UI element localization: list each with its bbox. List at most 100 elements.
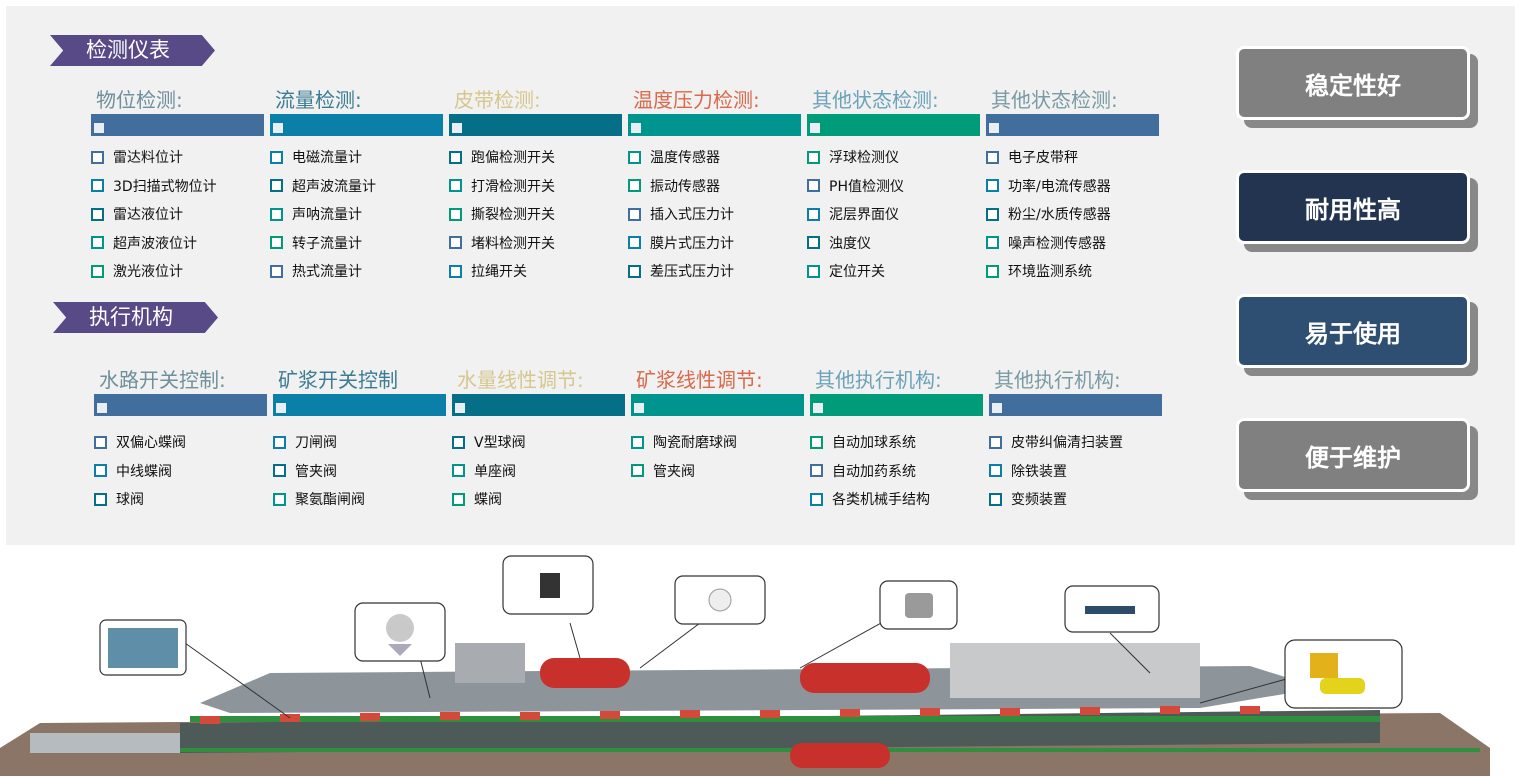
checkbox-icon[interactable] — [270, 236, 283, 250]
list-item[interactable]: 变频装置 — [989, 485, 1162, 514]
checkbox-icon[interactable] — [94, 492, 107, 506]
checkbox-icon[interactable] — [91, 150, 104, 164]
list-item[interactable]: 陶瓷耐磨球阀 — [631, 428, 804, 457]
checkbox-icon[interactable] — [807, 150, 820, 164]
list-item[interactable]: 单座阀 — [452, 457, 625, 486]
feature-button[interactable]: 易于使用 — [1236, 294, 1470, 368]
list-item[interactable]: 自动加球系统 — [810, 428, 983, 457]
list-item[interactable]: 堵料检测开关 — [449, 229, 622, 258]
checkbox-icon[interactable] — [628, 150, 641, 164]
list-item[interactable]: 超声波液位计 — [91, 229, 264, 258]
feature-button[interactable]: 便于维护 — [1236, 418, 1470, 492]
list-item[interactable]: 管夹阀 — [273, 457, 446, 486]
checkbox-icon[interactable] — [91, 207, 104, 221]
checkbox-icon[interactable] — [986, 236, 999, 250]
checkbox-icon[interactable] — [91, 264, 104, 278]
checkbox-icon[interactable] — [273, 492, 286, 506]
list-item[interactable]: 激光液位计 — [91, 257, 264, 286]
checkbox-icon[interactable] — [810, 492, 823, 506]
checkbox-icon[interactable] — [449, 236, 462, 250]
checkbox-icon[interactable] — [989, 492, 1002, 506]
list-item[interactable]: 插入式压力计 — [628, 200, 801, 229]
checkbox-icon[interactable] — [989, 435, 1002, 449]
checkbox-icon[interactable] — [986, 150, 999, 164]
checkbox-icon[interactable] — [810, 464, 823, 478]
checkbox-icon[interactable] — [452, 464, 465, 478]
list-item[interactable]: 温度传感器 — [628, 143, 801, 172]
list-item[interactable]: 转子流量计 — [270, 229, 443, 258]
feature-button[interactable]: 耐用性高 — [1236, 170, 1470, 244]
list-item[interactable]: 环境监测系统 — [986, 257, 1159, 286]
list-item[interactable]: 膜片式压力计 — [628, 229, 801, 258]
checkbox-icon[interactable] — [807, 264, 820, 278]
list-item[interactable]: 蝶阀 — [452, 485, 625, 514]
list-item[interactable]: 双偏心蝶阀 — [94, 428, 267, 457]
checkbox-icon[interactable] — [989, 464, 1002, 478]
list-item[interactable]: 电磁流量计 — [270, 143, 443, 172]
list-item[interactable]: 热式流量计 — [270, 257, 443, 286]
checkbox-icon[interactable] — [631, 464, 644, 478]
checkbox-icon[interactable] — [628, 264, 641, 278]
list-item[interactable]: 打滑检测开关 — [449, 172, 622, 201]
checkbox-icon[interactable] — [452, 492, 465, 506]
category-column: 流量检测:电磁流量计超声波流量计声呐流量计转子流量计热式流量计 — [270, 84, 443, 286]
list-item[interactable]: 振动传感器 — [628, 172, 801, 201]
list-item[interactable]: 差压式压力计 — [628, 257, 801, 286]
checkbox-icon[interactable] — [449, 264, 462, 278]
list-item[interactable]: 超声波流量计 — [270, 172, 443, 201]
list-item[interactable]: 中线蝶阀 — [94, 457, 267, 486]
checkbox-icon[interactable] — [449, 207, 462, 221]
list-item[interactable]: 撕裂检测开关 — [449, 200, 622, 229]
checkbox-icon[interactable] — [986, 179, 999, 193]
checkbox-icon[interactable] — [807, 179, 820, 193]
list-item[interactable]: 各类机械手结构 — [810, 485, 983, 514]
list-item[interactable]: 皮带纠偏清扫装置 — [989, 428, 1162, 457]
list-item[interactable]: 噪声检测传感器 — [986, 229, 1159, 258]
checkbox-icon[interactable] — [91, 179, 104, 193]
list-item[interactable]: 功率/电流传感器 — [986, 172, 1159, 201]
list-item[interactable]: 雷达料位计 — [91, 143, 264, 172]
checkbox-icon[interactable] — [270, 264, 283, 278]
checkbox-icon[interactable] — [270, 179, 283, 193]
item-label: 超声波流量计 — [292, 178, 376, 195]
checkbox-icon[interactable] — [449, 150, 462, 164]
list-item[interactable]: 3D扫描式物位计 — [91, 172, 264, 201]
checkbox-icon[interactable] — [94, 464, 107, 478]
list-item[interactable]: 泥层界面仪 — [807, 200, 980, 229]
checkbox-icon[interactable] — [807, 207, 820, 221]
checkbox-icon[interactable] — [270, 150, 283, 164]
list-item[interactable]: 球阀 — [94, 485, 267, 514]
checkbox-icon[interactable] — [270, 207, 283, 221]
checkbox-icon[interactable] — [807, 236, 820, 250]
list-item[interactable]: 电子皮带秤 — [986, 143, 1159, 172]
checkbox-icon[interactable] — [449, 179, 462, 193]
list-item[interactable]: 聚氨酯闸阀 — [273, 485, 446, 514]
checkbox-icon[interactable] — [631, 435, 644, 449]
list-item[interactable]: 刀闸阀 — [273, 428, 446, 457]
feature-button[interactable]: 稳定性好 — [1236, 46, 1470, 120]
checkbox-icon[interactable] — [628, 179, 641, 193]
checkbox-icon[interactable] — [273, 435, 286, 449]
list-item[interactable]: 管夹阀 — [631, 457, 804, 486]
checkbox-icon[interactable] — [452, 435, 465, 449]
list-item[interactable]: 除铁装置 — [989, 457, 1162, 486]
checkbox-icon[interactable] — [94, 435, 107, 449]
checkbox-icon[interactable] — [91, 236, 104, 250]
list-item[interactable]: 雷达液位计 — [91, 200, 264, 229]
list-item[interactable]: V型球阀 — [452, 428, 625, 457]
checkbox-icon[interactable] — [273, 464, 286, 478]
list-item[interactable]: 跑偏检测开关 — [449, 143, 622, 172]
list-item[interactable]: 声呐流量计 — [270, 200, 443, 229]
checkbox-icon[interactable] — [628, 207, 641, 221]
list-item[interactable]: 粉尘/水质传感器 — [986, 200, 1159, 229]
list-item[interactable]: 浮球检测仪 — [807, 143, 980, 172]
checkbox-icon[interactable] — [986, 207, 999, 221]
checkbox-icon[interactable] — [986, 264, 999, 278]
checkbox-icon[interactable] — [810, 435, 823, 449]
list-item[interactable]: 浊度仪 — [807, 229, 980, 258]
list-item[interactable]: PH值检测仪 — [807, 172, 980, 201]
list-item[interactable]: 自动加药系统 — [810, 457, 983, 486]
list-item[interactable]: 定位开关 — [807, 257, 980, 286]
list-item[interactable]: 拉绳开关 — [449, 257, 622, 286]
checkbox-icon[interactable] — [628, 236, 641, 250]
